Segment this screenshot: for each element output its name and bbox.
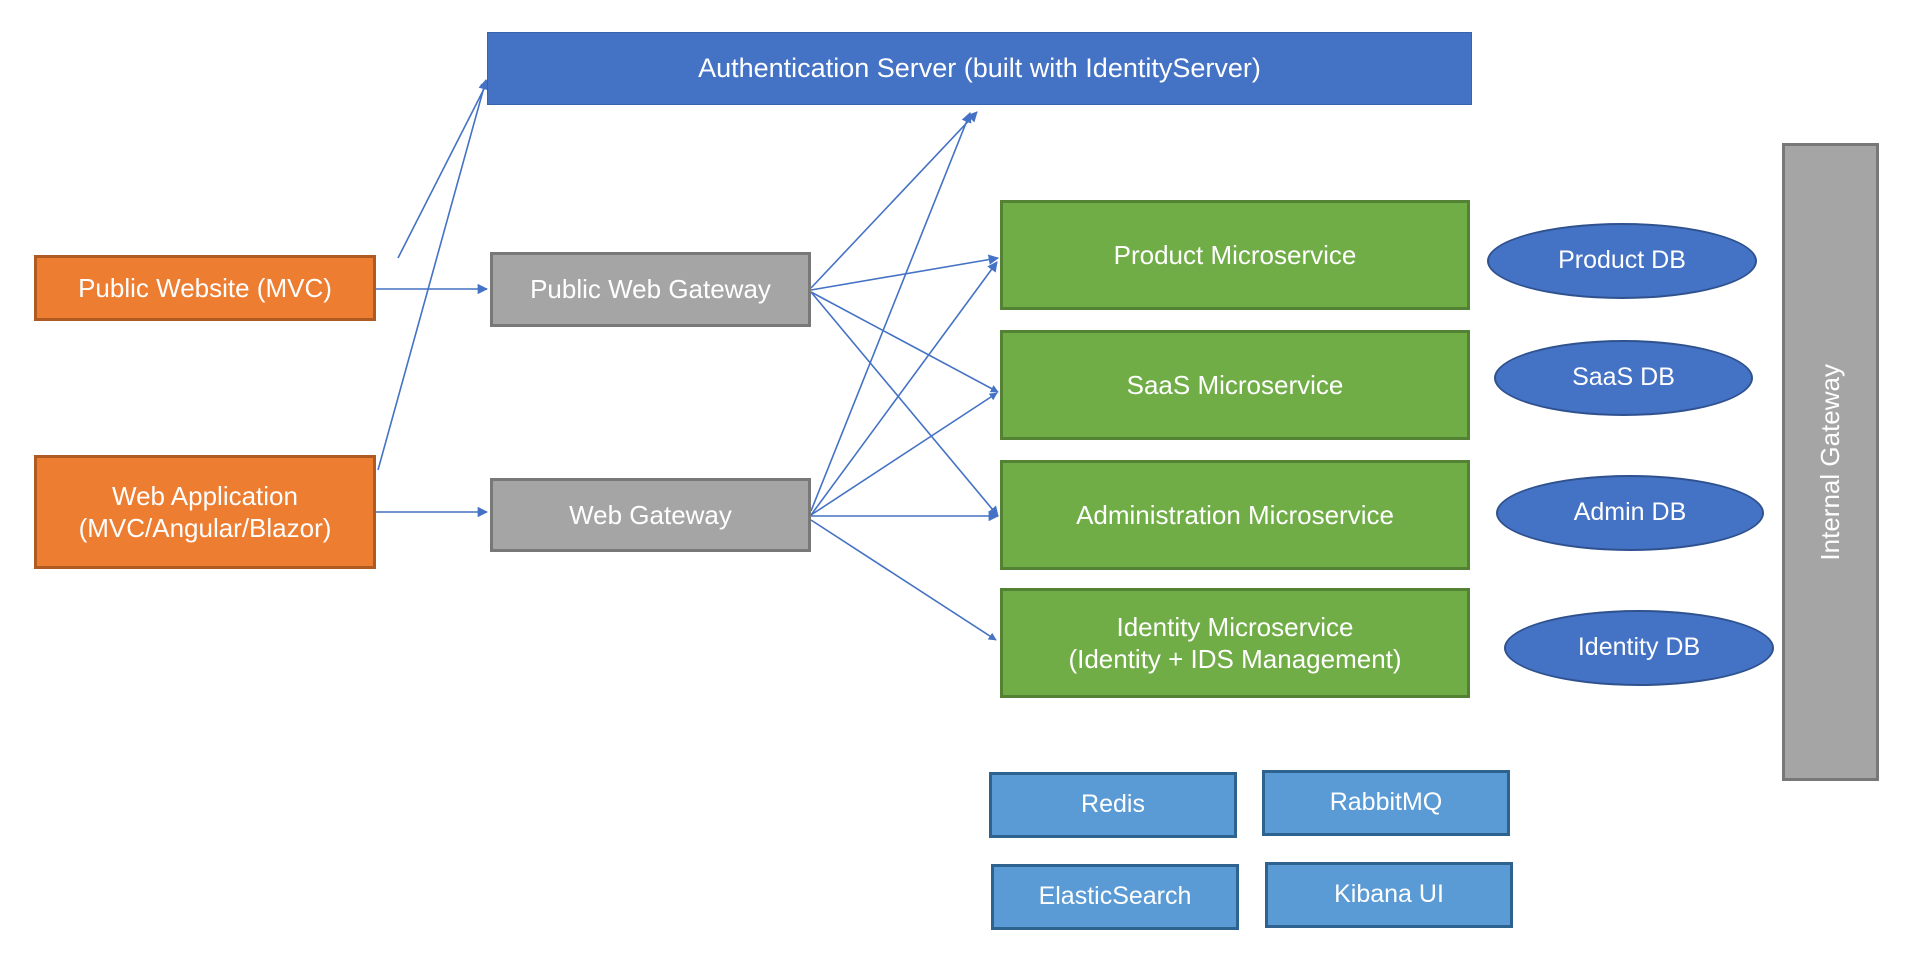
- edge-web-gateway-to-auth-server-bottom: [810, 112, 972, 512]
- node-label: Public Website (MVC): [78, 272, 332, 303]
- edge-web-gateway-to-product-microservice: [810, 261, 998, 516]
- edge-public-web-gateway-to-product-microservice: [810, 254, 1000, 291]
- edge-web-gateway-to-auth-server: [377, 78, 489, 471]
- node-label: Redis: [1081, 790, 1145, 819]
- node-label: Product Microservice: [1113, 239, 1357, 270]
- node-label: Admin DB: [1573, 498, 1687, 527]
- node-authentication-server[interactable]: Authentication Server (built with Identi…: [487, 32, 1472, 105]
- node-label: Identity Microservice (Identity + IDS Ma…: [1068, 611, 1402, 675]
- node-label: Kibana UI: [1334, 880, 1444, 909]
- node-saas-db[interactable]: SaaS DB: [1494, 340, 1753, 416]
- node-label: RabbitMQ: [1329, 788, 1443, 817]
- node-admin-db[interactable]: Admin DB: [1496, 475, 1764, 551]
- node-label: Web Gateway: [569, 499, 732, 530]
- node-identity-microservice[interactable]: Identity Microservice (Identity + IDS Ma…: [1000, 588, 1470, 698]
- node-label: SaaS Microservice: [1126, 369, 1344, 400]
- edge-web-gateway-to-identity-microservice: [810, 519, 997, 641]
- node-public-website[interactable]: Public Website (MVC): [34, 255, 376, 321]
- node-product-microservice[interactable]: Product Microservice: [1000, 200, 1470, 310]
- edge-web-gateway-to-saas-microservice: [810, 392, 998, 516]
- node-public-web-gateway[interactable]: Public Web Gateway: [490, 252, 811, 327]
- node-redis[interactable]: Redis: [989, 772, 1237, 838]
- node-label: Identity DB: [1577, 633, 1701, 662]
- node-label: Administration Microservice: [1076, 499, 1394, 530]
- node-administration-microservice[interactable]: Administration Microservice: [1000, 460, 1470, 570]
- node-web-gateway[interactable]: Web Gateway: [490, 478, 811, 552]
- node-web-application[interactable]: Web Application (MVC/Angular/Blazor): [34, 455, 376, 569]
- node-kibana-ui[interactable]: Kibana UI: [1265, 862, 1513, 928]
- node-label: ElasticSearch: [1038, 882, 1192, 911]
- node-product-db[interactable]: Product DB: [1487, 223, 1757, 299]
- edge-public-web-gateway-to-saas-microservice: [810, 291, 999, 393]
- node-label: SaaS DB: [1572, 363, 1675, 392]
- node-label: Public Web Gateway: [530, 274, 771, 305]
- node-internal-gateway[interactable]: Internal Gateway: [1782, 143, 1879, 781]
- edge-public-web-gateway-to-auth-server-bottom: [810, 111, 978, 289]
- node-rabbitmq[interactable]: RabbitMQ: [1262, 770, 1510, 836]
- node-label: Authentication Server (built with Identi…: [698, 52, 1261, 83]
- node-label: Internal Gateway: [1815, 363, 1846, 561]
- edge-public-web-gateway-to-administration-microservice: [810, 291, 999, 517]
- node-label: Web Application (MVC/Angular/Blazor): [78, 480, 332, 544]
- node-label: Product DB: [1558, 246, 1686, 275]
- edge-public-web-gateway-to-auth-server: [397, 78, 490, 259]
- node-saas-microservice[interactable]: SaaS Microservice: [1000, 330, 1470, 440]
- node-identity-db[interactable]: Identity DB: [1504, 610, 1774, 686]
- node-elasticsearch[interactable]: ElasticSearch: [991, 864, 1239, 930]
